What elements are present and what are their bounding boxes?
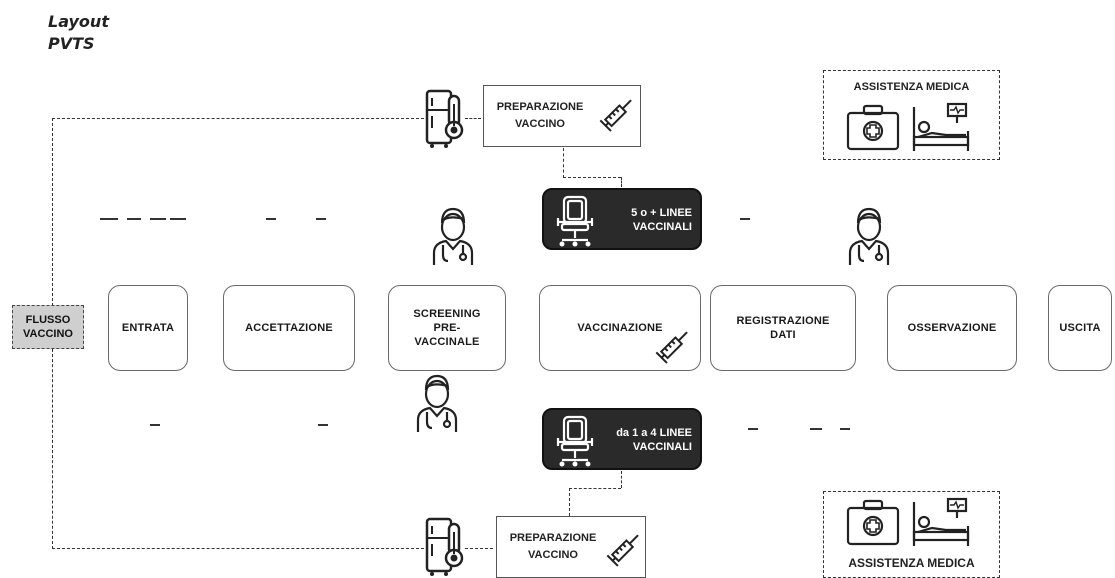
prep-top-connector-v <box>563 148 564 178</box>
prep-vaccino-bottom: PREPARAZIONE VACCINO <box>496 516 646 578</box>
flusso-vaccino-box: FLUSSO VACCINO <box>12 305 84 349</box>
medical-kit-icon <box>846 104 900 151</box>
linee-vaccinali-top: 5 o + LINEE VACCINALI <box>542 188 702 250</box>
guide-mark <box>150 424 160 426</box>
flow-line-left-top <box>52 118 53 306</box>
step-registrazione: REGISTRAZIONE DATI <box>710 285 856 371</box>
step-vaccinazione: VACCINAZIONE <box>539 285 701 371</box>
patient-bed-icon <box>912 497 970 546</box>
guide-mark <box>740 218 750 220</box>
step-osservazione: OSSERVAZIONE <box>887 285 1017 371</box>
step-screening-label: SCREENING PRE- VACCINALE <box>413 308 481 348</box>
step-screening: SCREENING PRE- VACCINALE <box>388 285 506 371</box>
vaccination-chair-icon <box>556 415 594 467</box>
guide-mark <box>150 218 166 220</box>
patient-bed-icon <box>912 102 970 151</box>
prep-bottom-connector-h <box>569 488 621 489</box>
flow-line-left-bottom <box>52 349 53 549</box>
prep-bottom-connector-arrow <box>621 471 622 488</box>
prep-top-connector-arrow <box>621 177 622 187</box>
linee-vaccinali-top-label: 5 o + LINEE VACCINALI <box>631 207 692 233</box>
thermometer-fridge-icon <box>425 89 464 148</box>
title-pvts: PVTS <box>48 34 95 53</box>
vaccination-chair-icon <box>556 195 594 247</box>
step-vaccinazione-label: VACCINAZIONE <box>577 322 663 334</box>
fridge-to-prep-top <box>465 118 481 119</box>
step-registrazione-label: REGISTRAZIONE DATI <box>736 315 830 341</box>
flow-line-top <box>52 118 424 119</box>
syringe-icon <box>606 534 639 567</box>
doctor-icon <box>416 374 458 432</box>
guide-mark <box>318 424 328 426</box>
assistenza-medica-bottom-label: ASSISTENZA MEDICA <box>848 556 975 570</box>
title-layout: Layout <box>48 12 109 31</box>
assistenza-medica-top-label: ASSISTENZA MEDICA <box>853 81 970 93</box>
flow-line-bottom <box>52 548 424 549</box>
prep-vaccino-bottom-label: PREPARAZIONE VACCINO <box>509 532 597 561</box>
step-uscita: USCITA <box>1048 285 1112 371</box>
linee-vaccinali-bottom: da 1 a 4 LINEE VACCINALI <box>542 408 702 470</box>
step-accettazione: ACCETTAZIONE <box>223 285 355 371</box>
prep-vaccino-top: PREPARAZIONE VACCINO <box>483 85 641 147</box>
guide-mark <box>100 218 118 220</box>
guide-mark <box>840 428 850 430</box>
assistenza-medica-bottom: ASSISTENZA MEDICA <box>823 491 1000 578</box>
prep-vaccino-top-label: PREPARAZIONE VACCINO <box>496 101 584 130</box>
linee-vaccinali-bottom-label: da 1 a 4 LINEE VACCINALI <box>616 427 692 453</box>
syringe-icon <box>655 331 688 364</box>
guide-mark <box>810 428 822 430</box>
thermometer-fridge-icon <box>425 517 464 576</box>
prep-bottom-connector-v <box>569 488 570 516</box>
fridge-to-prep-bottom <box>465 548 493 549</box>
step-uscita-label: USCITA <box>1059 322 1101 334</box>
syringe-icon <box>599 99 632 132</box>
doctor-icon <box>848 207 890 265</box>
guide-mark <box>127 218 141 220</box>
guide-mark <box>316 218 326 220</box>
assistenza-medica-top: ASSISTENZA MEDICA <box>823 70 1000 160</box>
medical-kit-icon <box>846 499 900 546</box>
step-entrata-label: ENTRATA <box>121 322 175 334</box>
guide-mark <box>266 218 276 220</box>
step-osservazione-label: OSSERVAZIONE <box>907 322 997 334</box>
doctor-icon <box>432 207 474 265</box>
flusso-vaccino-label: FLUSSO VACCINO <box>23 314 73 340</box>
step-entrata: ENTRATA <box>108 285 188 371</box>
guide-mark <box>170 218 186 220</box>
step-accettazione-label: ACCETTAZIONE <box>245 322 333 334</box>
guide-mark <box>748 428 758 430</box>
prep-top-connector-h <box>563 177 621 178</box>
